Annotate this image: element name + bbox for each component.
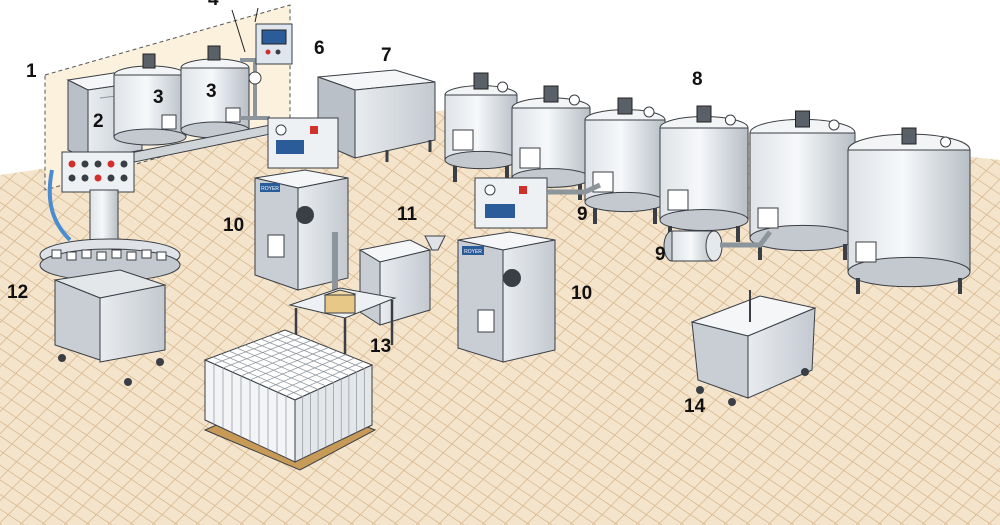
control-cabinet [231, 7, 293, 65]
callout-1: 1 [26, 61, 37, 82]
pallet-of-boxes [203, 329, 377, 471]
callout-9-upper: 9 [577, 204, 588, 225]
callout-14: 14 [684, 396, 706, 417]
callout-4: 4 [208, 0, 219, 9]
callout-12: 12 [7, 282, 29, 303]
maturing-tank-5 [749, 110, 856, 260]
callout-10-left: 10 [223, 215, 245, 236]
filling-machine [39, 151, 181, 386]
maturing-tank-6 [847, 127, 971, 294]
batch-freezer-right: ROYER [457, 177, 556, 363]
connecting-pipework [240, 58, 270, 120]
callout-7: 7 [381, 45, 392, 66]
callout-8: 8 [692, 69, 703, 90]
callout-11: 11 [397, 204, 418, 225]
callout-2: 2 [93, 111, 104, 132]
maturing-tank-row [444, 72, 971, 294]
callout-3-right: 3 [206, 81, 217, 102]
transfer-pump-upper [548, 182, 602, 195]
callout-3-left: 3 [153, 87, 164, 108]
freezer-brand-badge-2: ROYER [464, 249, 482, 255]
callout-9-lower: 9 [655, 244, 666, 265]
maturing-tank-3 [584, 97, 666, 224]
maturing-tank-2 [511, 85, 591, 200]
callout-13: 13 [370, 336, 392, 357]
maturing-tank-4 [659, 105, 749, 242]
pasteurizer-vat-left [113, 53, 187, 146]
callout-10-right: 10 [571, 283, 593, 304]
open-storage-tank [317, 69, 436, 162]
cleaning-trolley [690, 290, 817, 406]
callout-6: 6 [314, 38, 325, 59]
maturing-tank-1 [444, 72, 518, 182]
pasteurizer-vat-right [180, 45, 250, 139]
freezer-brand-badge: ROYER [261, 186, 279, 192]
transfer-pump-lower [663, 230, 772, 262]
